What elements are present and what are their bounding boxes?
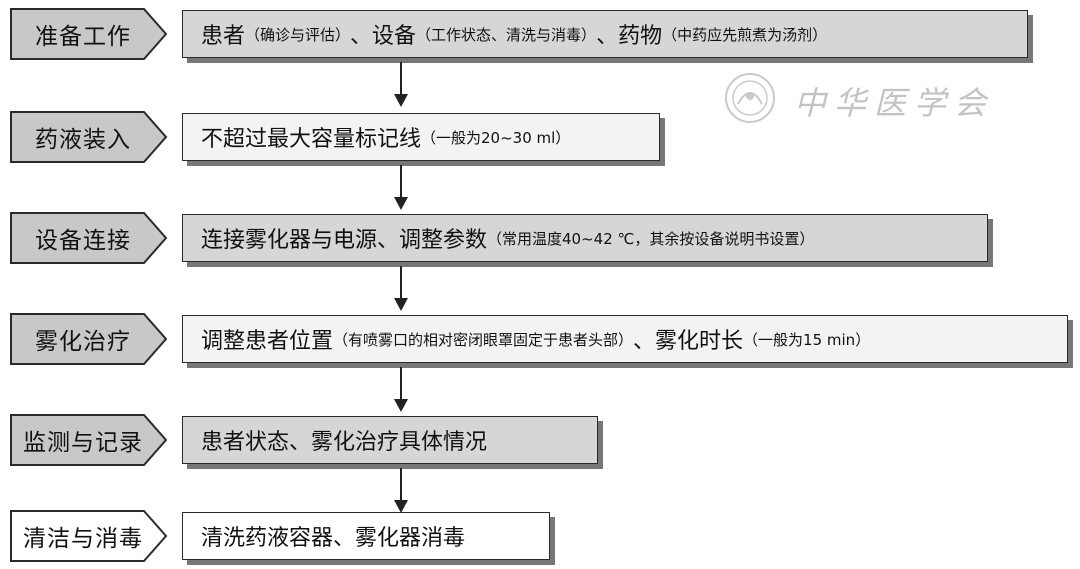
step-text: 连接雾化器与电源、调整参数 xyxy=(201,228,488,253)
step-text: 、药物 xyxy=(596,24,663,49)
step-text: 患者状态、雾化治疗具体情况 xyxy=(201,430,488,455)
flow-arrow-5 xyxy=(394,468,408,513)
step-box-4: 调整患者位置 （有喷雾口的相对密闭眼罩固定于患者头部） 、雾化时长 （一般为15… xyxy=(182,315,1068,363)
step-tag-6: 清洁与消毒 xyxy=(10,510,168,562)
step-note: （有喷雾口的相对密闭眼罩固定于患者头部） xyxy=(333,330,634,349)
step-note: （工作状态、清洗与消毒） xyxy=(416,25,597,44)
step-tag-shape xyxy=(10,313,168,365)
step-tag-3: 设备连接 xyxy=(10,212,168,264)
step-text: 、雾化时长 xyxy=(633,329,744,354)
step-text: 患者 xyxy=(201,24,246,49)
step-tag-label: 准备工作 xyxy=(35,24,131,50)
flow-arrow-1 xyxy=(394,62,408,107)
step-tag-2: 药液装入 xyxy=(10,111,168,163)
step-note: （一般为20~30 ml） xyxy=(421,128,571,147)
step-tag-label: 雾化治疗 xyxy=(35,329,131,355)
step-tag-shape xyxy=(10,111,168,163)
step-box-6: 清洗药液容器、雾化器消毒 xyxy=(182,512,550,560)
step-tag-label: 药液装入 xyxy=(35,127,131,153)
step-box-3: 连接雾化器与电源、调整参数 （常用温度40~42 ℃，其余按设备说明书设置） xyxy=(182,214,988,262)
step-note: （中药应先煎煮为汤剂） xyxy=(662,25,828,44)
watermark-seal-icon xyxy=(725,73,775,123)
step-text: 清洗药液容器、雾化器消毒 xyxy=(201,526,466,551)
step-tag-label: 监测与记录 xyxy=(23,430,143,456)
flow-arrow-4 xyxy=(394,367,408,412)
step-tag-1: 准备工作 xyxy=(10,8,168,60)
step-box-2: 不超过最大容量标记线 （一般为20~30 ml） xyxy=(182,113,660,161)
step-tag-shape xyxy=(10,510,168,562)
step-note: （一般为15 min） xyxy=(743,330,871,349)
step-tag-5: 监测与记录 xyxy=(10,414,168,466)
step-text: 、设备 xyxy=(350,24,417,49)
step-text: 调整患者位置 xyxy=(201,329,334,354)
watermark: 中华医学会 xyxy=(722,70,1032,126)
step-text: 不超过最大容量标记线 xyxy=(201,127,422,152)
step-note: （常用温度40~42 ℃，其余按设备说明书设置） xyxy=(487,229,815,248)
step-tag-label: 设备连接 xyxy=(35,228,131,254)
step-box-1: 患者 （确诊与评估） 、设备 （工作状态、清洗与消毒） 、药物 （中药应先煎煮为… xyxy=(182,10,1028,58)
step-tag-shape xyxy=(10,8,168,60)
step-tag-shape xyxy=(10,414,168,466)
watermark-text: 中华医学会 xyxy=(794,84,995,122)
step-tag-label: 清洁与消毒 xyxy=(23,526,143,552)
step-tag-4: 雾化治疗 xyxy=(10,313,168,365)
step-tag-shape xyxy=(10,212,168,264)
flow-arrow-2 xyxy=(394,165,408,210)
step-note: （确诊与评估） xyxy=(245,25,351,44)
flow-arrow-3 xyxy=(394,266,408,311)
step-box-5: 患者状态、雾化治疗具体情况 xyxy=(182,416,598,464)
